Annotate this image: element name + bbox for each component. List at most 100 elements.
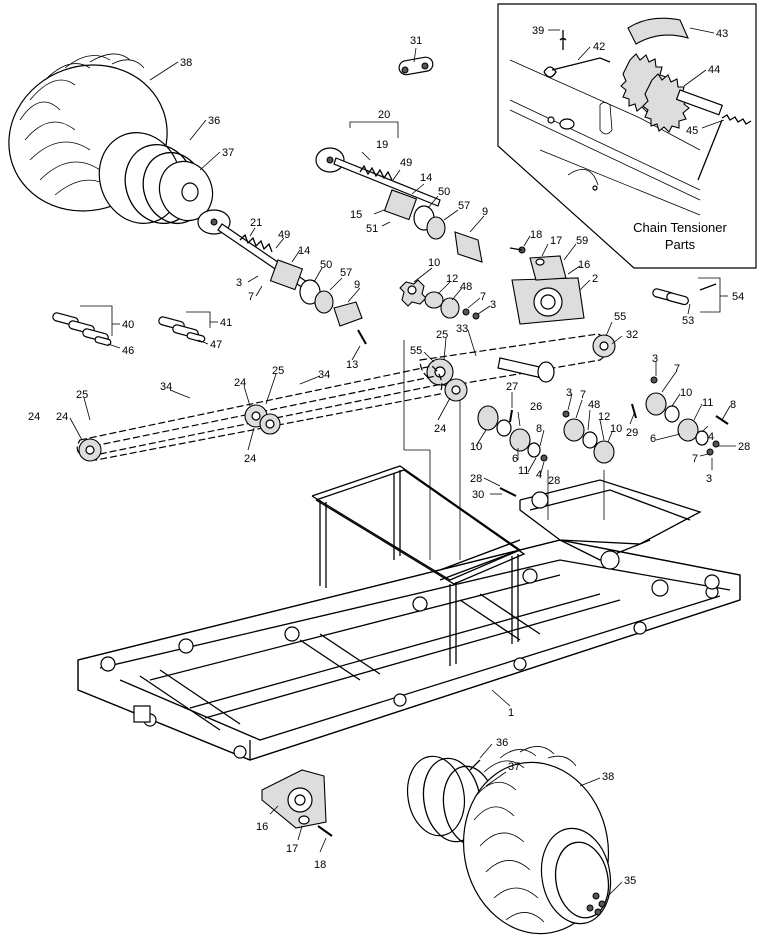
callout-34b: 34 xyxy=(318,369,330,381)
callout-24b: 24 xyxy=(56,411,68,423)
callout-49b: 49 xyxy=(278,229,290,241)
callout-10: 10 xyxy=(428,257,440,269)
drive-chains xyxy=(69,321,623,462)
callout-45: 45 xyxy=(686,125,698,137)
upper-shaft-assembly xyxy=(315,147,485,263)
callout-28c: 28 xyxy=(470,473,482,485)
callout-7d: 7 xyxy=(674,363,680,375)
callout-55: 55 xyxy=(614,311,626,323)
callout-47: 47 xyxy=(210,339,222,351)
callout-37b: 37 xyxy=(508,761,520,773)
callout-36: 36 xyxy=(208,115,220,127)
sprocket-parts-middle xyxy=(399,267,491,320)
callout-53: 53 xyxy=(682,315,694,327)
callout-4: 4 xyxy=(708,431,714,443)
callout-38b: 38 xyxy=(602,771,614,783)
callout-30: 30 xyxy=(472,489,484,501)
callout-18: 18 xyxy=(530,229,542,241)
callout-9: 9 xyxy=(482,206,488,218)
inset-caption-line2: Parts xyxy=(665,237,696,252)
callout-28: 28 xyxy=(738,441,750,453)
callout-24: 24 xyxy=(234,377,246,389)
callout-14: 14 xyxy=(420,172,432,184)
callout-17b: 17 xyxy=(286,843,298,855)
sprocket-stacks-right xyxy=(475,362,736,497)
main-frame xyxy=(77,340,741,761)
callout-12: 12 xyxy=(446,273,458,285)
tire-assembly-bottom xyxy=(406,743,623,935)
callout-59: 59 xyxy=(576,235,588,247)
callout-24e: 24 xyxy=(28,411,40,423)
callout-32: 32 xyxy=(626,329,638,341)
callout-17: 17 xyxy=(550,235,562,247)
callout-7e: 7 xyxy=(692,453,698,465)
callout-8b: 8 xyxy=(536,423,542,435)
callout-3c: 3 xyxy=(566,387,572,399)
callout-15: 15 xyxy=(350,209,362,221)
callout-48: 48 xyxy=(460,281,472,293)
callout-55b: 55 xyxy=(410,345,422,357)
callout-37: 37 xyxy=(222,147,234,159)
callout-26: 26 xyxy=(530,401,542,413)
callout-57: 57 xyxy=(458,200,470,212)
callout-49: 49 xyxy=(400,157,412,169)
callout-42: 42 xyxy=(593,41,605,53)
callout-14b: 14 xyxy=(298,245,310,257)
callout-25b: 25 xyxy=(272,365,284,377)
link-53-54 xyxy=(652,277,728,315)
callout-25c: 25 xyxy=(76,389,88,401)
callout-25: 25 xyxy=(436,329,448,341)
callout-7: 7 xyxy=(248,291,254,303)
callout-10b: 10 xyxy=(610,423,622,435)
callout-2: 2 xyxy=(592,273,598,285)
callout-6b: 6 xyxy=(512,453,518,465)
callout-43: 43 xyxy=(716,28,728,40)
chain-link-31 xyxy=(398,47,434,76)
callout-44: 44 xyxy=(708,64,720,76)
callout-28b: 28 xyxy=(548,475,560,487)
callout-3: 3 xyxy=(236,277,242,289)
callout-7b: 7 xyxy=(480,291,486,303)
callout-20: 20 xyxy=(378,109,390,121)
callout-29: 29 xyxy=(626,427,638,439)
callout-12b: 12 xyxy=(598,411,610,423)
callout-24c: 24 xyxy=(244,453,256,465)
callout-10c: 10 xyxy=(680,387,692,399)
callout-3b: 3 xyxy=(490,299,496,311)
callout-7c: 7 xyxy=(580,389,586,401)
callout-16: 16 xyxy=(578,259,590,271)
callout-3e: 3 xyxy=(706,473,712,485)
callout-21: 21 xyxy=(250,217,262,229)
callout-9b: 9 xyxy=(354,279,360,291)
callout-51: 51 xyxy=(366,223,378,235)
callout-16b: 16 xyxy=(256,821,268,833)
chain-tensioner-inset xyxy=(497,3,757,269)
callout-50: 50 xyxy=(438,186,450,198)
callout-34: 34 xyxy=(160,381,172,393)
callout-18b: 18 xyxy=(314,859,326,871)
callout-41: 41 xyxy=(220,317,232,329)
callout-6: 6 xyxy=(650,433,656,445)
callout-3d: 3 xyxy=(652,353,658,365)
callout-54: 54 xyxy=(732,291,744,303)
chain-link-sets xyxy=(52,305,218,349)
callout-46: 46 xyxy=(122,345,134,357)
left-shaft-assembly xyxy=(197,209,363,327)
callout-27: 27 xyxy=(506,381,518,393)
callout-31: 31 xyxy=(410,35,422,47)
callout-4b: 4 xyxy=(536,469,542,481)
callout-13: 13 xyxy=(346,359,358,371)
callout-39: 39 xyxy=(532,25,544,37)
callout-24d: 24 xyxy=(434,423,446,435)
callout-35: 35 xyxy=(624,875,636,887)
callout-11b: 11 xyxy=(518,465,529,477)
callout-57b: 57 xyxy=(340,267,352,279)
callout-11: 11 xyxy=(702,397,713,409)
callout-36b: 36 xyxy=(496,737,508,749)
inset-caption-line1: Chain Tensioner xyxy=(633,220,727,235)
callout-10d: 10 xyxy=(470,441,482,453)
callout-40: 40 xyxy=(122,319,134,331)
callout-19: 19 xyxy=(376,139,388,151)
callout-38: 38 xyxy=(180,57,192,69)
